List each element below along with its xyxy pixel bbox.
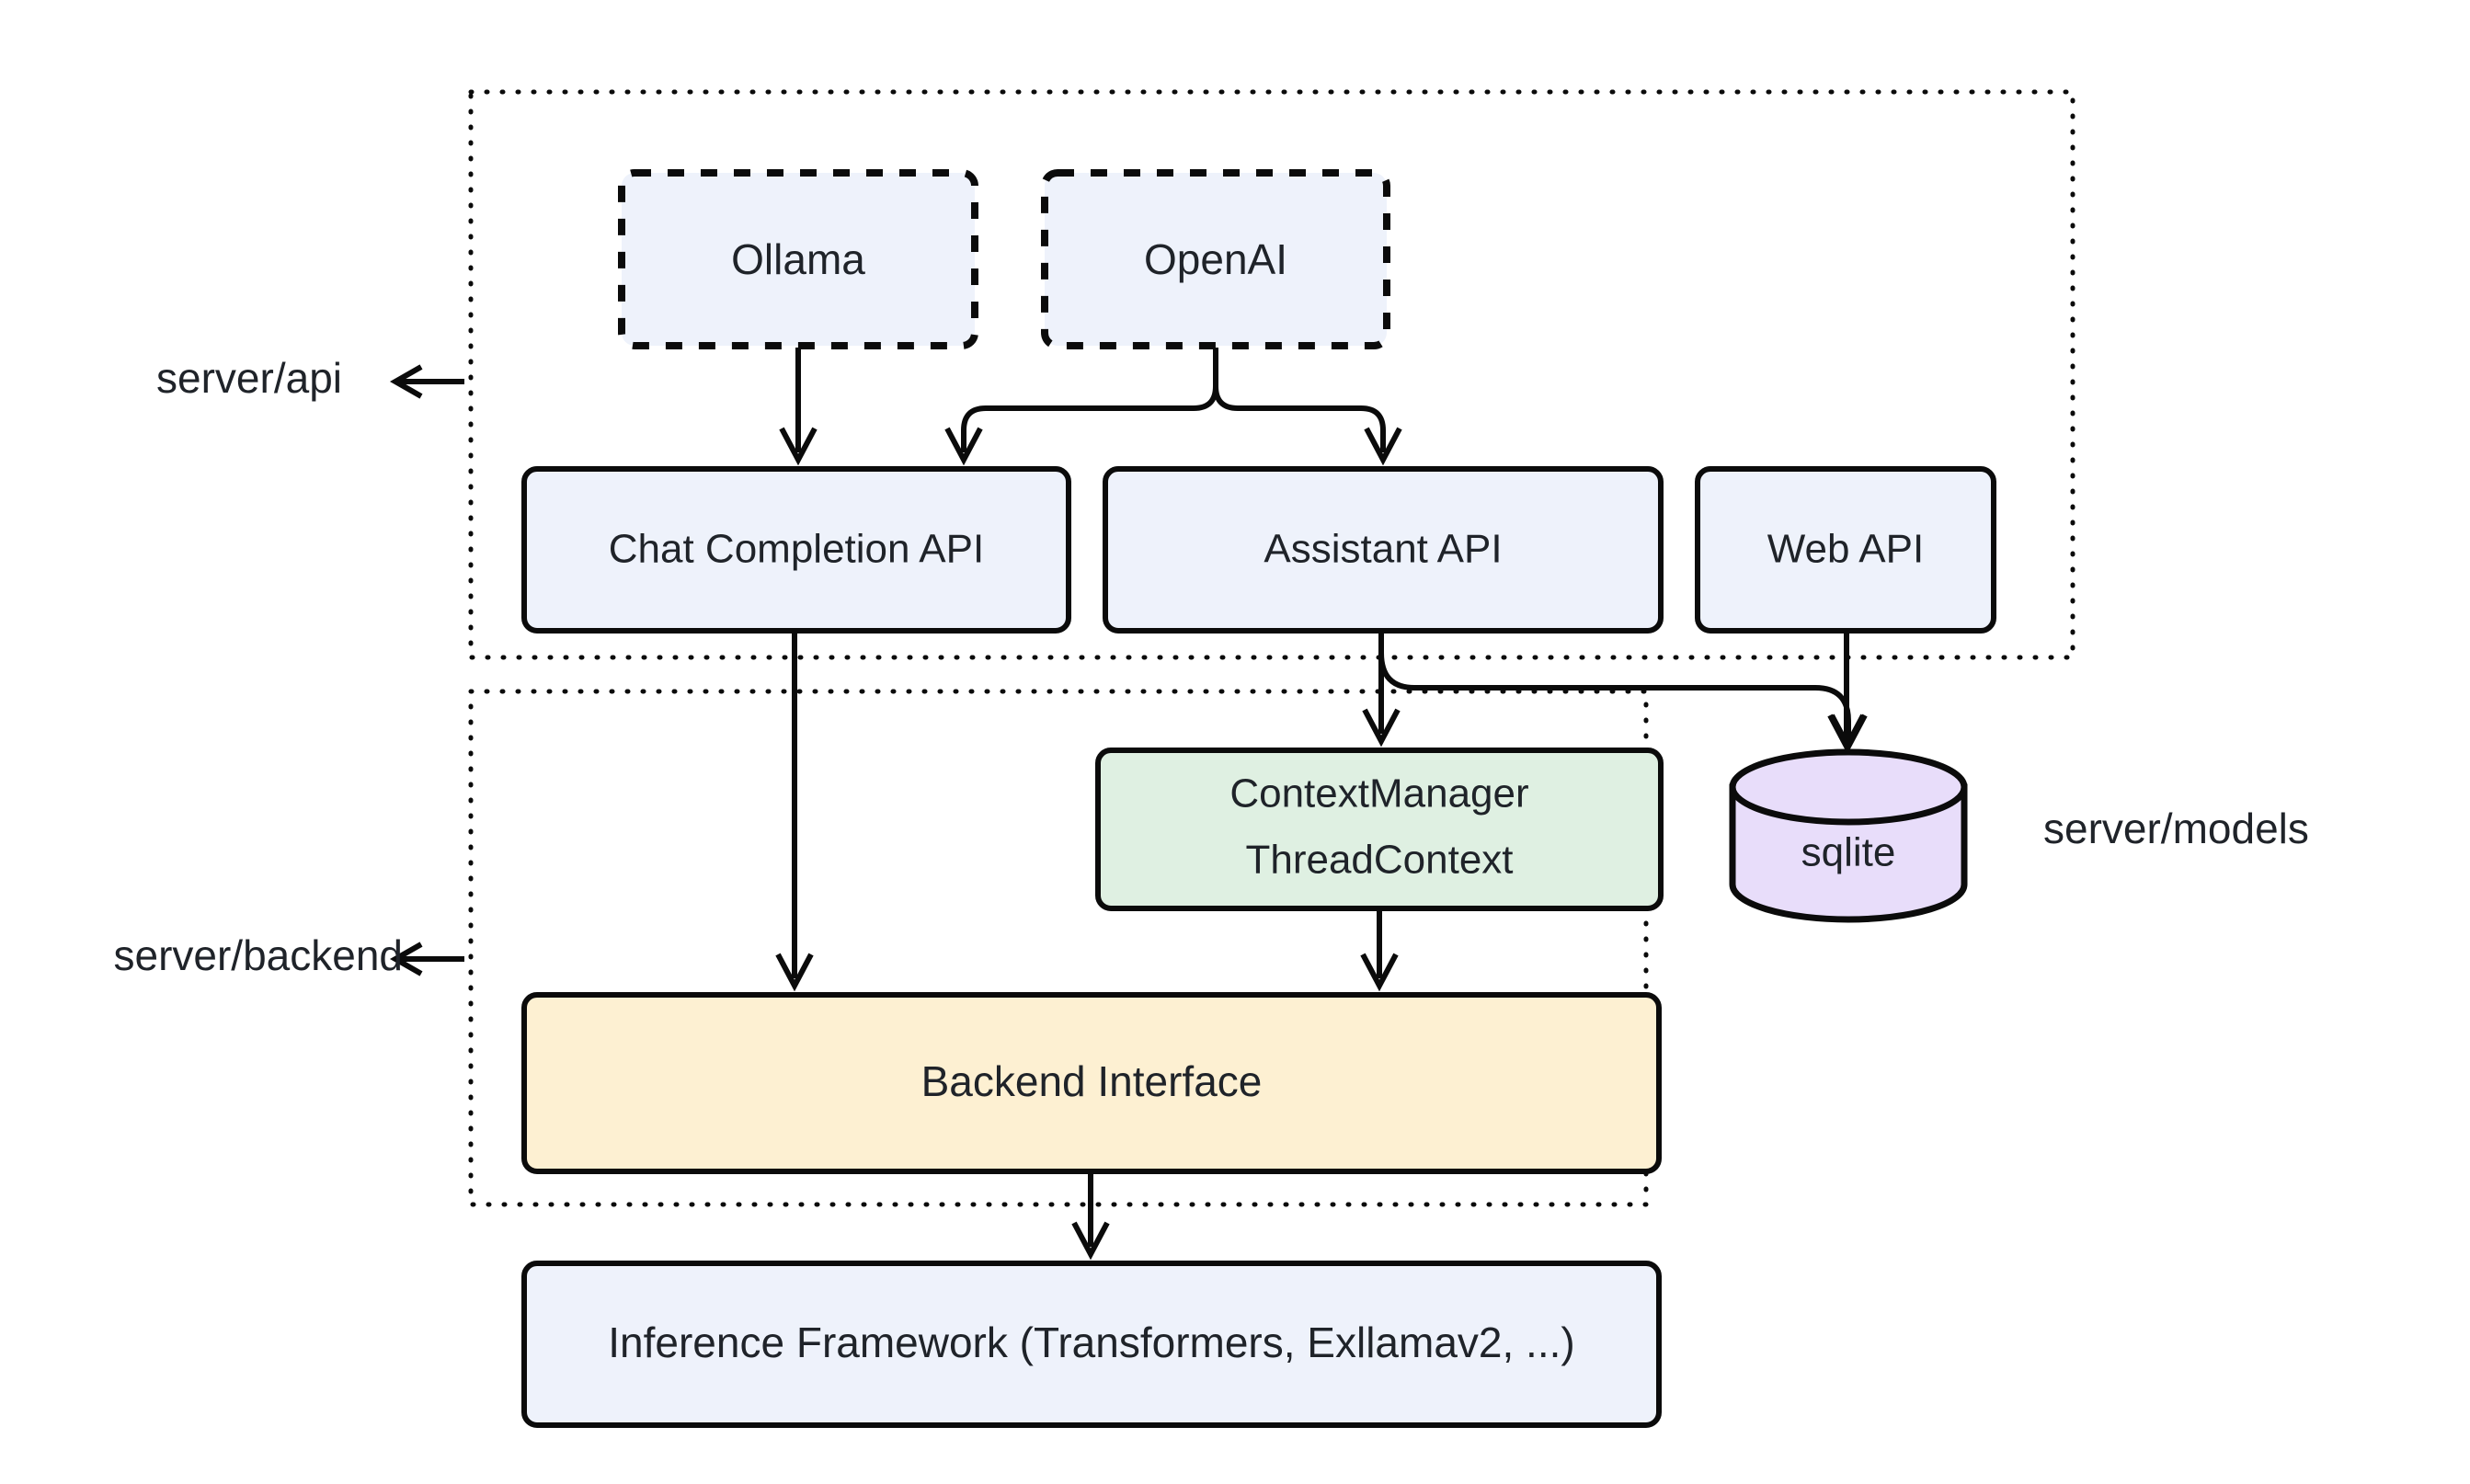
node-backend-interface-label: Backend Interface [921, 1057, 1263, 1105]
node-inference-framework-label: Inference Framework (Transformers, Exlla… [608, 1318, 1574, 1366]
node-sqlite-database[interactable]: sqlite [1729, 748, 1968, 923]
edge-assistant-to-context [1362, 633, 1401, 748]
server-backend-pointer-arrow [389, 942, 464, 976]
node-web-api[interactable]: Web API [1695, 466, 1996, 634]
edge-openai-split [944, 348, 1402, 466]
node-context-manager[interactable]: ContextManager ThreadContext [1095, 748, 1664, 911]
node-sqlite-label: sqlite [1801, 830, 1896, 875]
node-chat-completion-api[interactable]: Chat Completion API [521, 466, 1071, 634]
edge-chat-to-backend [775, 633, 814, 992]
edge-backend-to-inference [1071, 1173, 1110, 1261]
group-label-server-models: server/models [2043, 805, 2309, 852]
node-context-manager-label-line2: ThreadContext [1245, 838, 1513, 883]
edge-assistant-to-sqlite [1378, 652, 1868, 753]
node-ollama-label: Ollama [731, 235, 865, 283]
server-api-pointer-arrow [389, 364, 464, 399]
node-assistant-api-label: Assistant API [1264, 527, 1502, 572]
edge-webapi-to-sqlite [1827, 633, 1866, 753]
group-label-server-backend: server/backend [114, 931, 404, 979]
group-label-server-api: server/api [156, 354, 342, 402]
node-chat-completion-api-label: Chat Completion API [609, 527, 984, 572]
node-ollama[interactable]: Ollama [618, 169, 978, 349]
edge-ollama-to-chat [779, 348, 818, 466]
node-web-api-label: Web API [1767, 527, 1924, 572]
node-openai-label: OpenAI [1144, 235, 1287, 283]
node-openai[interactable]: OpenAI [1041, 169, 1390, 349]
node-inference-framework[interactable]: Inference Framework (Transformers, Exlla… [521, 1261, 1662, 1428]
node-assistant-api[interactable]: Assistant API [1103, 466, 1664, 634]
edge-context-to-backend [1360, 910, 1399, 992]
node-context-manager-label-line1: ContextManager [1229, 771, 1528, 816]
node-backend-interface[interactable]: Backend Interface [521, 992, 1662, 1174]
group-server-api [468, 89, 2075, 660]
